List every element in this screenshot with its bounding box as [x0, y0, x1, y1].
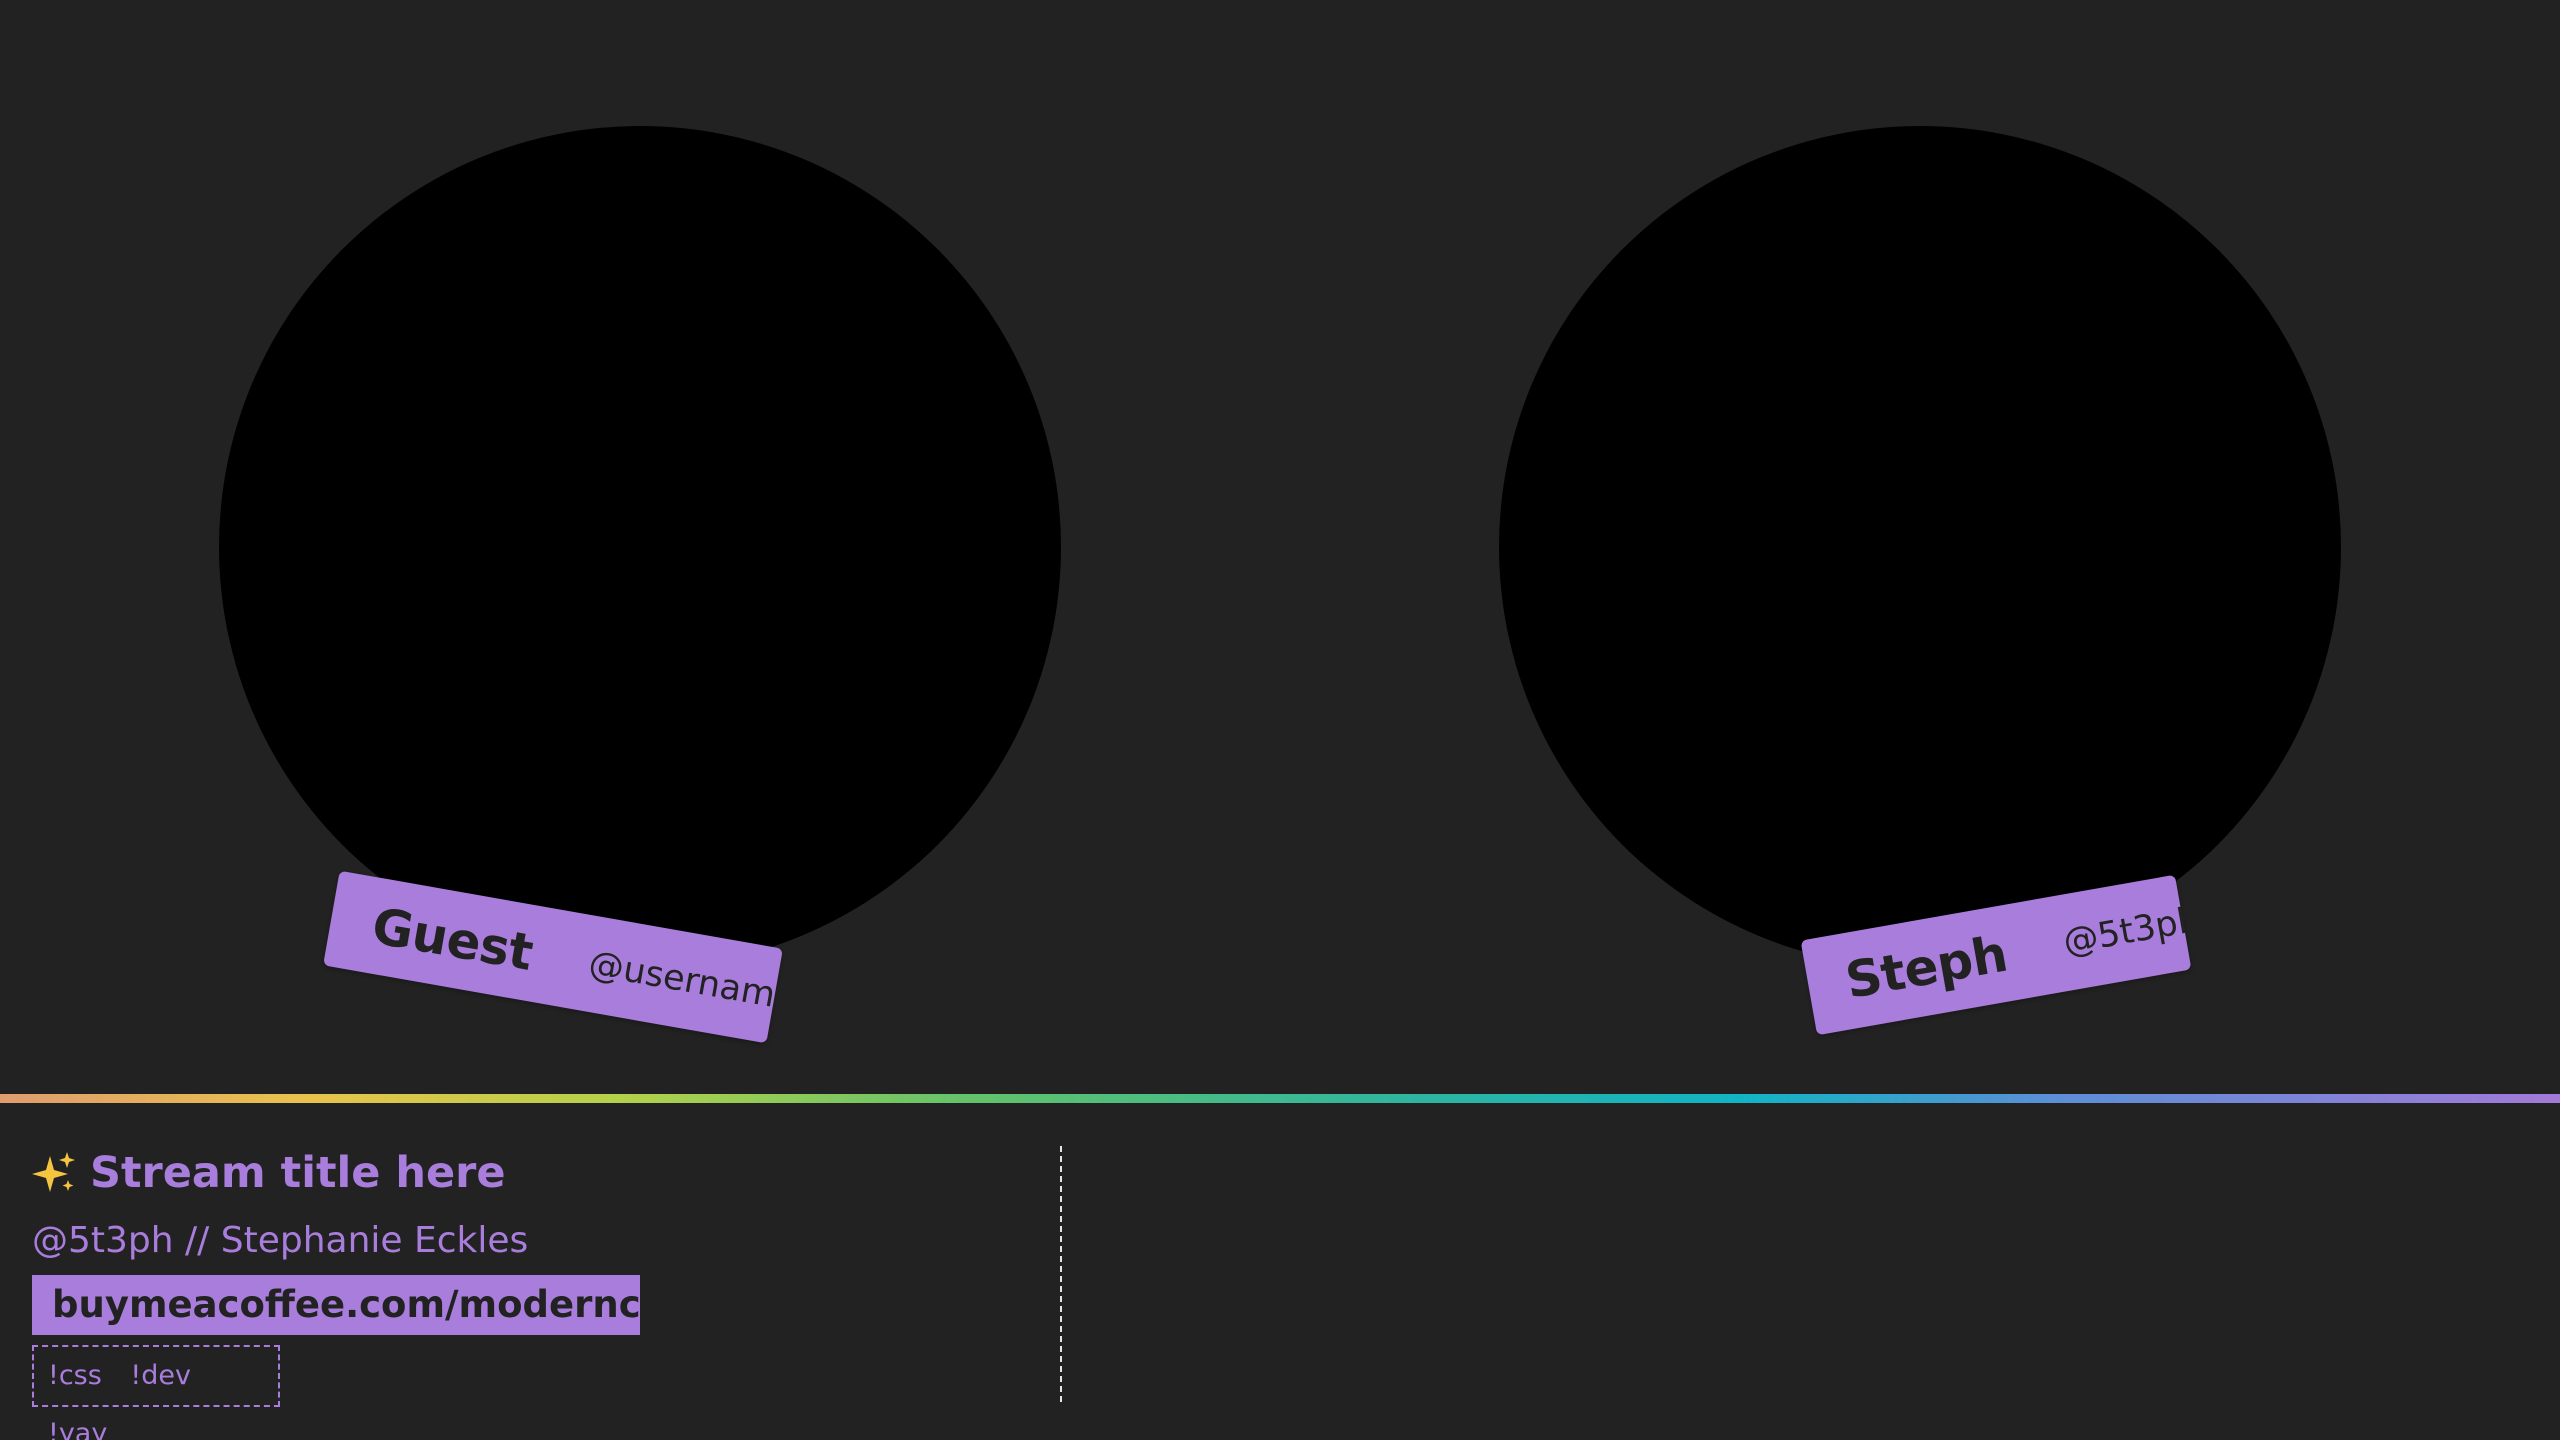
- chat-commands: !css !dev !yay: [32, 1345, 280, 1440]
- rainbow-divider: [0, 1094, 2560, 1103]
- chat-command: !dev: [130, 1360, 191, 1391]
- sparkles-icon: [32, 1150, 78, 1196]
- stream-info: Stream title here @5t3ph // Stephanie Ec…: [32, 1143, 1032, 1440]
- chat-command: !css: [48, 1360, 102, 1391]
- stream-title-row: Stream title here: [32, 1143, 1032, 1203]
- host-camera-frame: [1499, 126, 2341, 968]
- guest-name: Guest: [367, 896, 538, 982]
- footer-panel: Stream title here @5t3ph // Stephanie Ec…: [0, 1103, 2560, 1440]
- host-handle: @5t3ph: [2060, 899, 2203, 963]
- guest-camera-frame: [219, 126, 1061, 968]
- guest-handle: @username: [585, 943, 800, 1020]
- vertical-divider: [1060, 1146, 1062, 1402]
- host-name: Steph: [1841, 924, 2012, 1010]
- stream-title: Stream title here: [90, 1148, 506, 1198]
- streamer-byline: @5t3ph // Stephanie Eckles: [32, 1220, 529, 1261]
- chat-command: !yay: [48, 1418, 108, 1440]
- donation-link: buymeacoffee.com/moderncss: [32, 1275, 685, 1335]
